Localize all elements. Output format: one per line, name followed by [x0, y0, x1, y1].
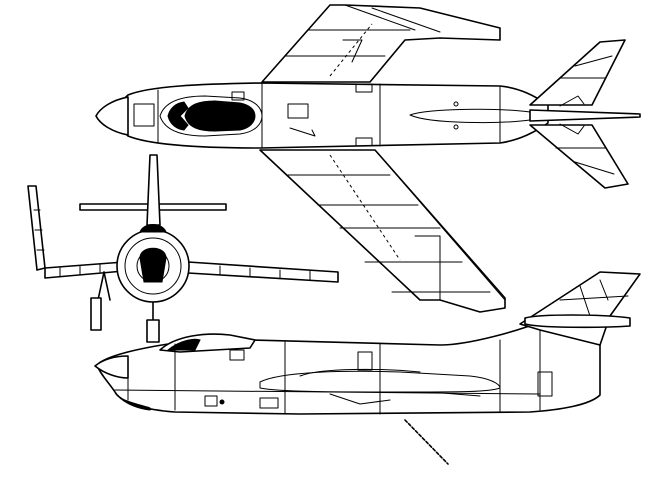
side-view [94, 271, 641, 465]
top-view [95, 4, 641, 313]
top-view-fuselage [95, 82, 549, 149]
top-view-lower-wing [259, 149, 506, 313]
top-view-upper-wing [261, 4, 501, 83]
top-view-tail [529, 39, 641, 189]
front-view [27, 154, 339, 343]
